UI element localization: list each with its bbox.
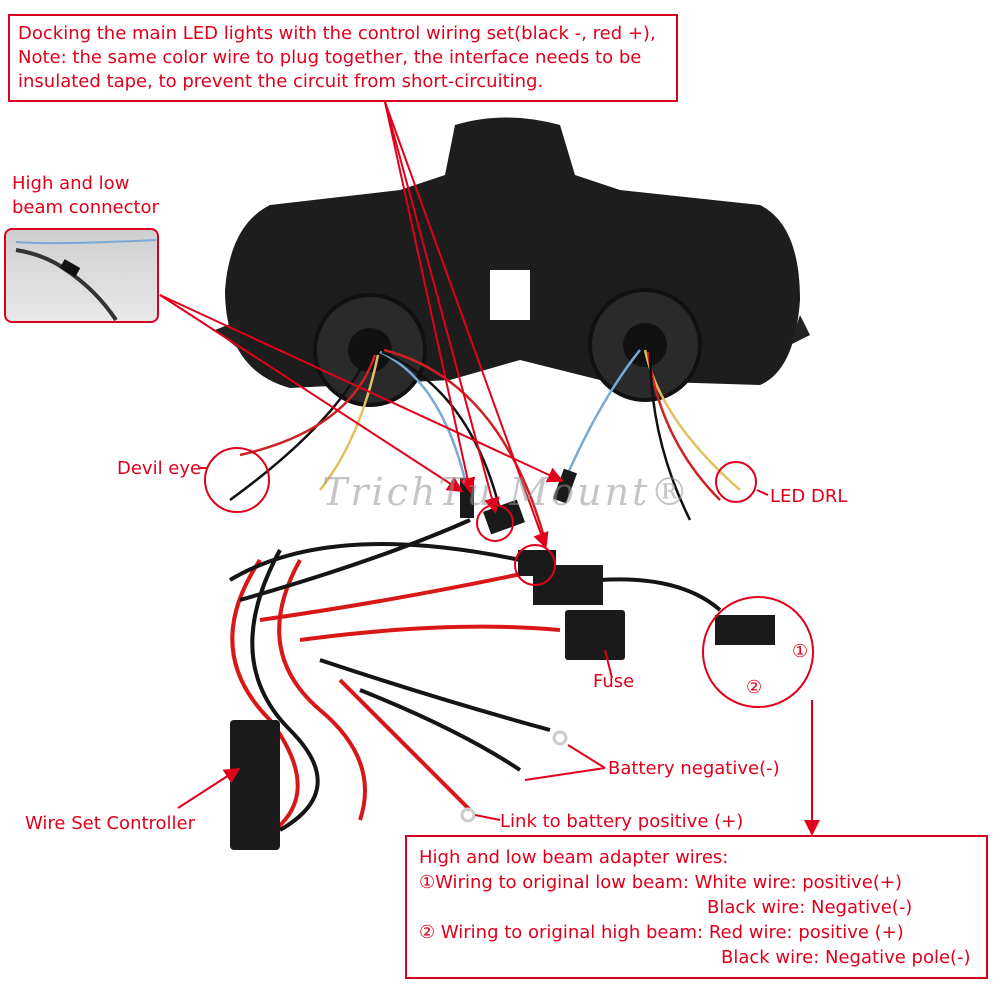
- devil-eye-label: Devil eye: [117, 458, 202, 479]
- note-line: insulated tape, to prevent the circuit f…: [18, 71, 544, 92]
- wiring-harness: [228, 518, 722, 842]
- label-line: beam connector: [12, 197, 159, 218]
- watermark: TrichTu Mount®: [322, 470, 692, 514]
- high-beam-line: ② Wiring to original high beam: Red wire…: [419, 922, 904, 943]
- label-line: High and low: [12, 173, 130, 194]
- wire-set-controller-label: Wire Set Controller: [25, 813, 196, 834]
- fuse-holder: [565, 610, 625, 660]
- low-beam-line: ①Wiring to original low beam: White wire…: [419, 872, 902, 893]
- low-beam-black-line: Black wire: Negative(-): [707, 897, 913, 918]
- controller-box: [230, 720, 280, 850]
- annotation-marks: [159, 101, 820, 836]
- connectors: [230, 468, 775, 850]
- headlight-housing: [215, 117, 810, 407]
- marker-2: ②: [746, 677, 763, 698]
- connector-closeup-photo: [4, 228, 159, 323]
- high-low-connector-label: High and low beam connector: [12, 172, 159, 220]
- battery-positive-label: Link to battery positive (+): [500, 811, 744, 832]
- note-line: Note: the same color wire to plug togeth…: [18, 47, 642, 68]
- headlight-wires: [229, 348, 741, 541]
- adapter-title: High and low beam adapter wires:: [419, 847, 729, 868]
- marker-1: ①: [792, 641, 809, 662]
- battery-negative-label: Battery negative(-): [608, 758, 780, 779]
- led-drl-label: LED DRL: [770, 486, 848, 507]
- note-line: Docking the main LED lights with the con…: [18, 23, 656, 44]
- high-beam-black-line: Black wire: Negative pole(-): [721, 947, 971, 968]
- docking-note-box: Docking the main LED lights with the con…: [8, 14, 678, 102]
- adapter-wires-note-box: High and low beam adapter wires: ①Wiring…: [405, 835, 988, 979]
- fuse-label: Fuse: [593, 671, 635, 692]
